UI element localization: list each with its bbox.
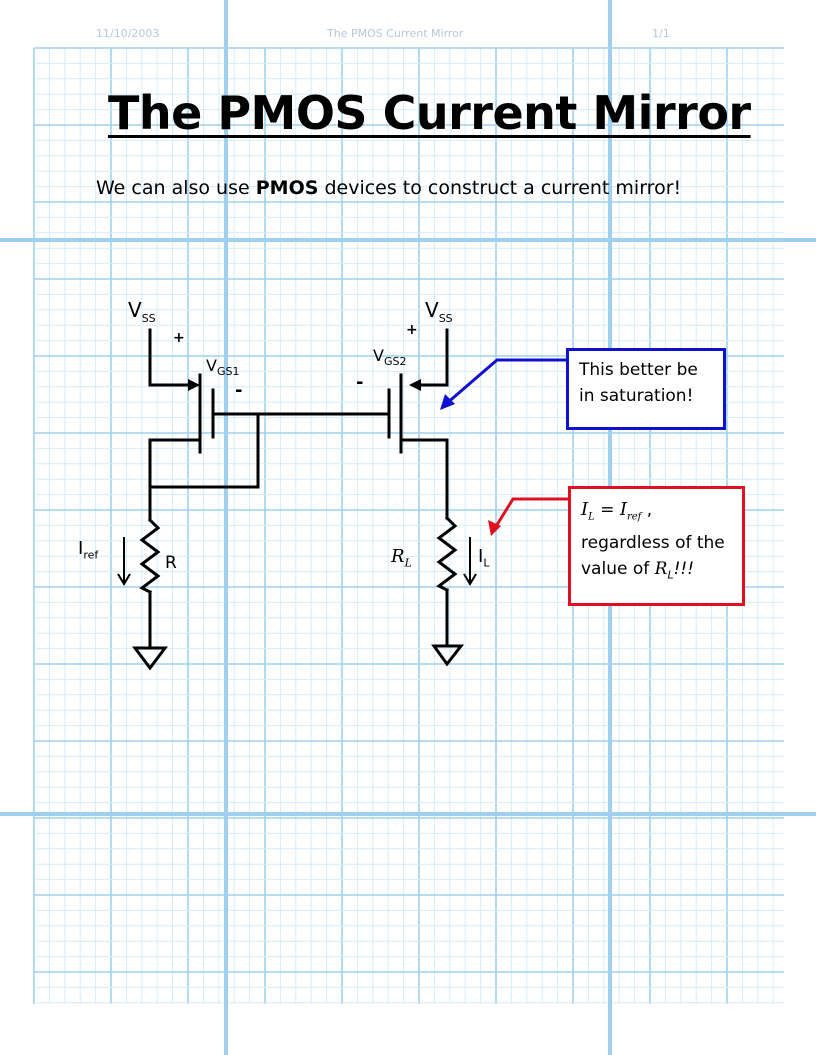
regardless-line: regardless of the [581, 533, 725, 554]
resistor-r [139, 517, 161, 595]
left-drain-wire [148, 438, 202, 487]
value-of-rl-line: value of RL!!! [581, 559, 695, 582]
right-source-wire [416, 328, 449, 387]
header-date: 11/10/2003 [96, 27, 160, 40]
vgs2-plus-sign: + [406, 322, 418, 338]
iref-label: Iref [78, 538, 99, 562]
ground-left-icon [132, 646, 168, 671]
il-label: IL [478, 546, 490, 570]
saturation-line-2: in saturation! [579, 386, 694, 406]
header-doc-title: The PMOS Current Mirror [327, 27, 464, 40]
ground-right-icon [431, 644, 465, 667]
left-source-wire [148, 328, 194, 387]
right-drain-wire [399, 438, 449, 520]
regardless-pointer-arrow [493, 497, 568, 529]
vgs2-minus-sign: - [356, 372, 364, 393]
resistor-r-label: R [165, 553, 177, 573]
vgs1-label: VGS1 [206, 356, 240, 379]
vgs1-minus-sign: - [235, 380, 243, 401]
current-equation: IL = Iref , [581, 499, 653, 523]
current-equality-callout: IL = Iref , regardless of the value of R… [568, 486, 745, 606]
vgs1-plus-sign: + [173, 330, 185, 346]
intro-text-before: We can also use [96, 177, 256, 199]
intro-emphasis: PMOS [255, 177, 319, 199]
resistor-rl-label: RL [391, 546, 412, 570]
vss-left-label: VSS [128, 298, 156, 325]
saturation-pointer-arrow [445, 358, 566, 406]
header-page-number: 1/1 [652, 27, 670, 40]
saturation-line-1: This better be [579, 360, 698, 380]
right-source-arrow [409, 379, 421, 391]
diode-connect-wire [148, 412, 260, 489]
vss-right-label: VSS [425, 298, 453, 325]
left-source-arrow [188, 379, 200, 391]
intro-text-after: devices to construct a current mirror! [318, 177, 682, 199]
vgs2-label: VGS2 [373, 346, 407, 369]
intro-sentence: We can also use PMOS devices to construc… [96, 177, 681, 199]
resistor-rl [436, 515, 458, 593]
saturation-callout: This better be in saturation! [566, 348, 726, 430]
page-title: The PMOS Current Mirror [108, 86, 751, 140]
